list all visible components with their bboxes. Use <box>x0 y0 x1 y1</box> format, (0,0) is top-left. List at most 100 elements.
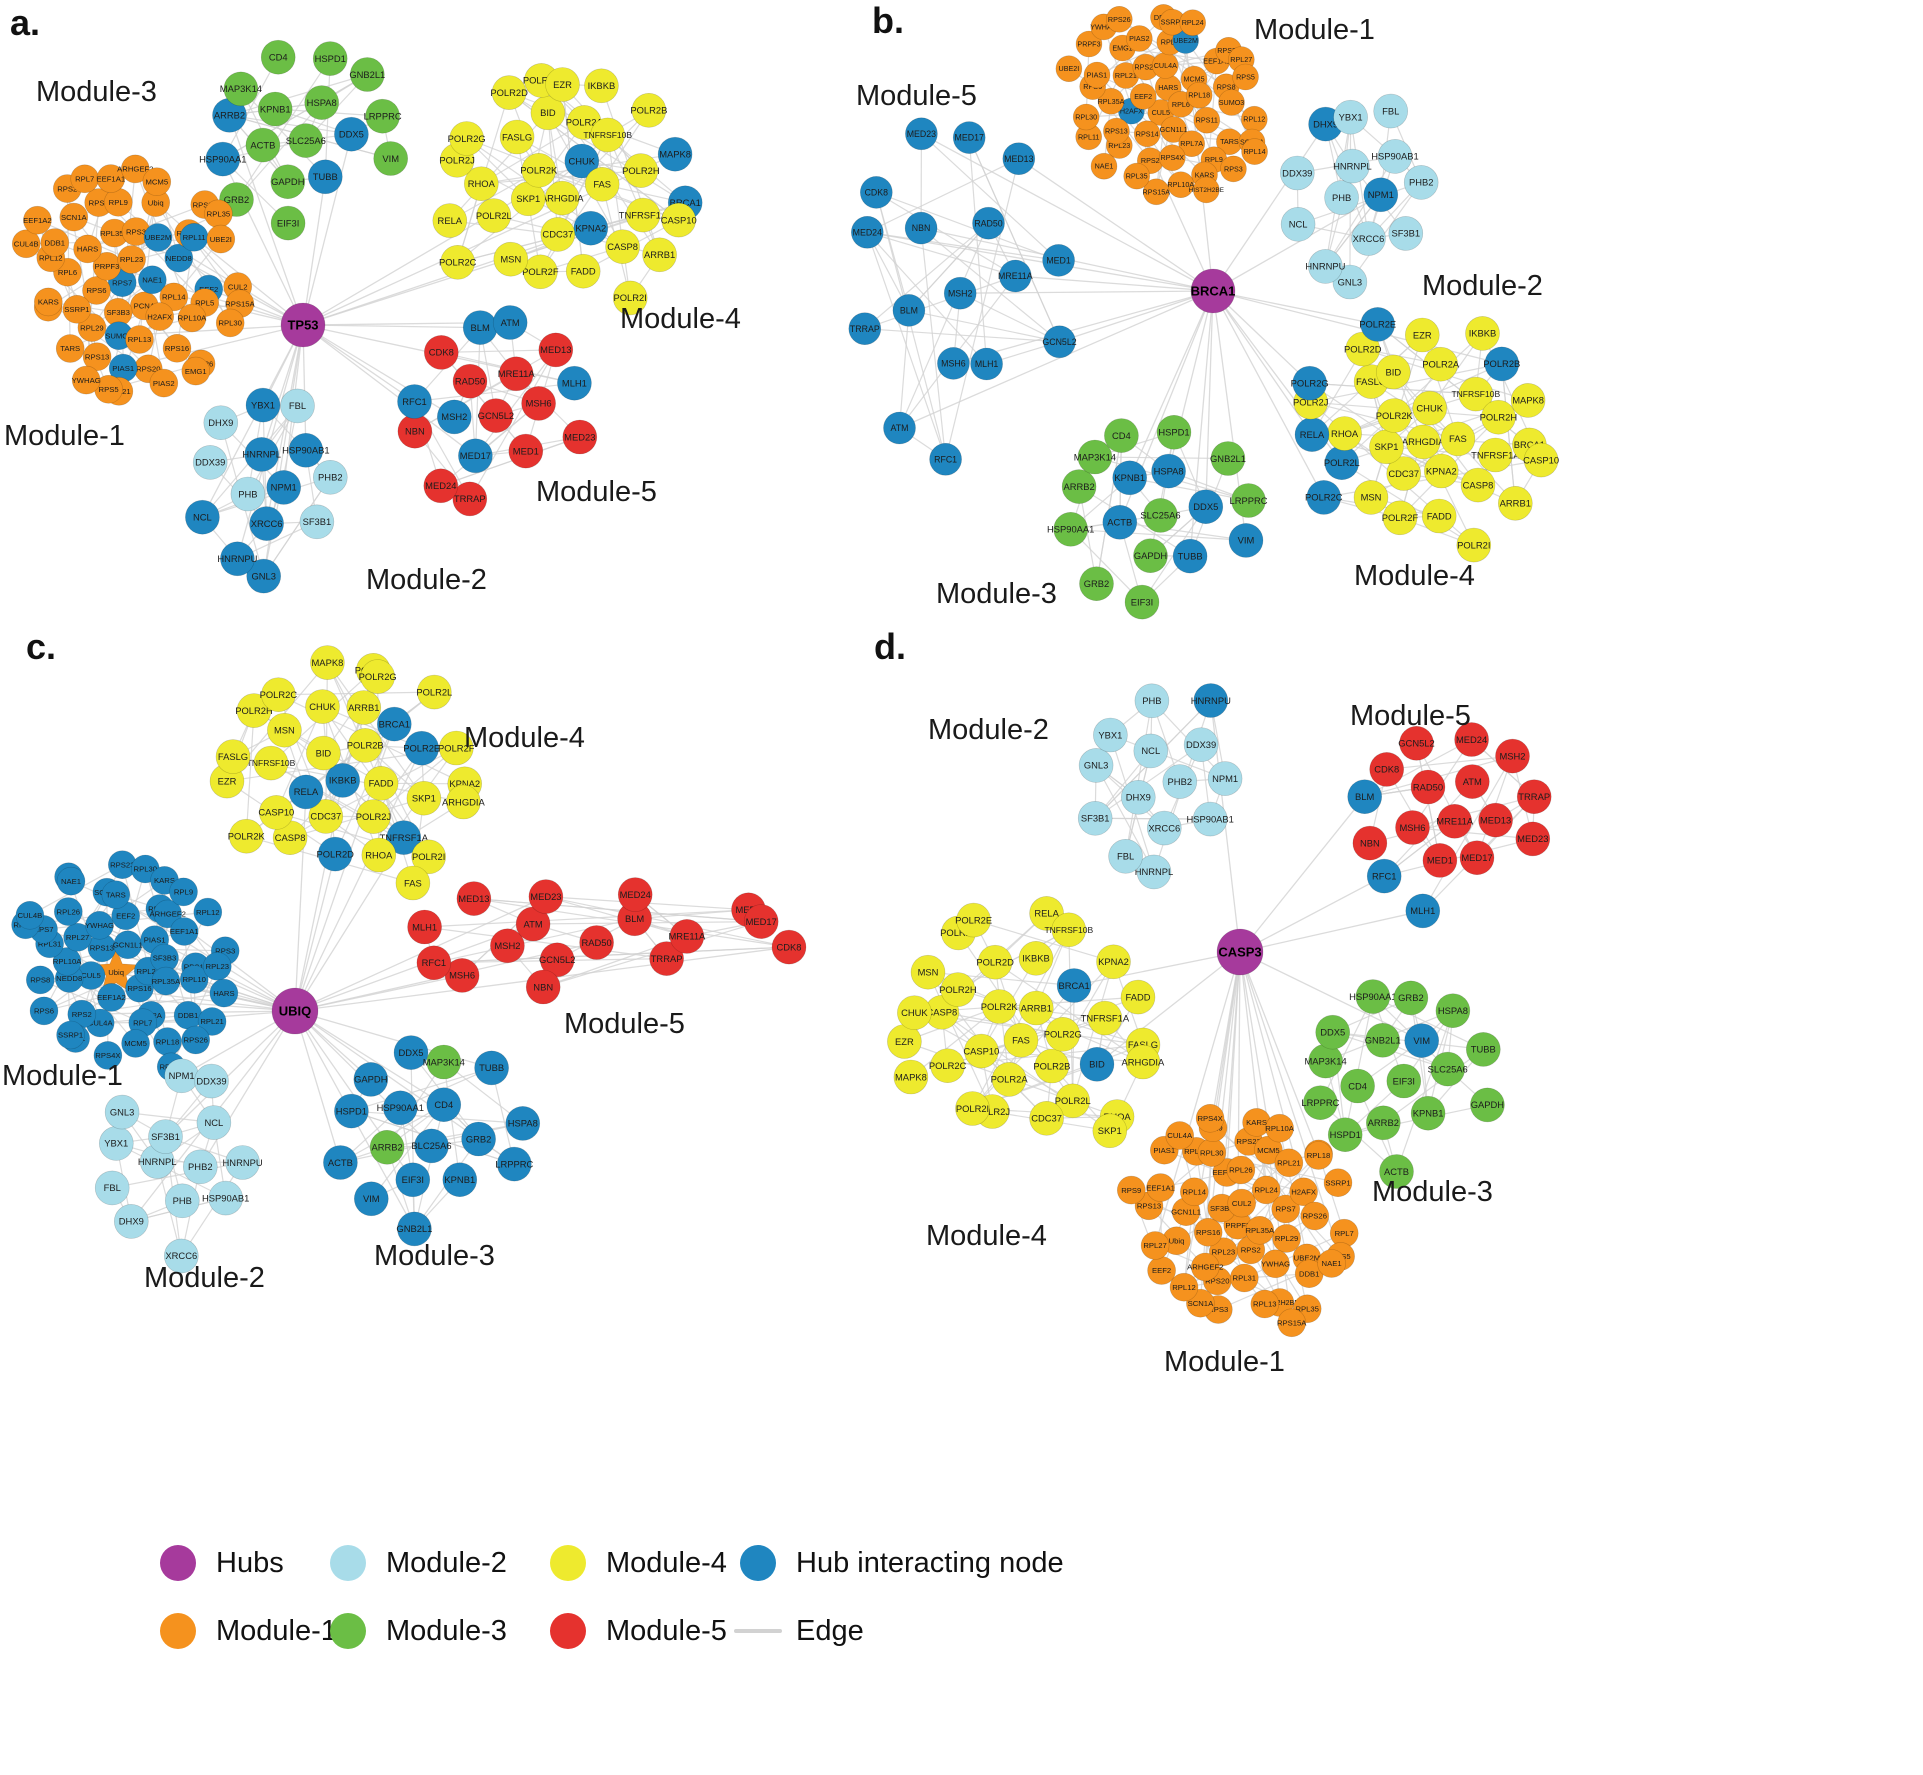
network-node[interactable] <box>197 1007 227 1036</box>
network-node[interactable] <box>1523 442 1559 478</box>
network-node[interactable] <box>1092 1113 1128 1149</box>
network-node[interactable] <box>229 818 264 854</box>
network-node[interactable] <box>1377 398 1412 433</box>
network-node[interactable] <box>1136 854 1172 890</box>
network-node[interactable] <box>1422 843 1458 878</box>
network-node[interactable] <box>179 965 209 994</box>
network-node[interactable] <box>1179 9 1206 37</box>
network-node[interactable] <box>376 706 412 742</box>
network-node[interactable] <box>54 897 83 926</box>
network-node[interactable] <box>1121 779 1156 815</box>
network-node[interactable] <box>1410 769 1446 805</box>
network-node[interactable] <box>937 347 970 380</box>
network-node[interactable] <box>523 254 558 290</box>
network-node[interactable] <box>1388 216 1424 251</box>
network-node[interactable] <box>1172 538 1208 574</box>
network-node[interactable] <box>353 1181 389 1217</box>
network-node[interactable] <box>1261 1249 1290 1279</box>
network-node[interactable] <box>349 57 385 92</box>
network-node[interactable] <box>1152 52 1179 79</box>
network-node[interactable] <box>1280 155 1315 191</box>
network-node[interactable] <box>215 308 245 338</box>
network-node[interactable] <box>397 413 433 449</box>
network-node[interactable] <box>397 1211 432 1247</box>
network-node[interactable] <box>972 206 1005 240</box>
network-node[interactable] <box>1303 1085 1338 1120</box>
network-node[interactable] <box>892 294 926 327</box>
network-node[interactable] <box>476 198 512 233</box>
network-node[interactable] <box>1083 61 1111 89</box>
network-node[interactable] <box>1108 838 1143 874</box>
network-node[interactable] <box>1156 414 1192 450</box>
network-node[interactable] <box>1093 717 1128 753</box>
network-node[interactable] <box>360 659 396 694</box>
network-node[interactable] <box>310 645 345 680</box>
network-node[interactable] <box>1300 1201 1330 1231</box>
network-node[interactable] <box>1090 152 1118 180</box>
network-node[interactable] <box>1365 1023 1400 1058</box>
network-node[interactable] <box>590 117 626 153</box>
network-node[interactable] <box>642 237 677 273</box>
network-node[interactable] <box>1245 1216 1275 1245</box>
network-node[interactable] <box>1197 1138 1227 1167</box>
network-node[interactable] <box>1123 162 1150 190</box>
network-node[interactable] <box>1051 912 1087 948</box>
network-node[interactable] <box>397 384 432 419</box>
network-node[interactable] <box>426 1087 462 1122</box>
network-node[interactable] <box>181 356 211 386</box>
network-node[interactable] <box>910 954 946 990</box>
network-node[interactable] <box>97 983 126 1012</box>
network-node[interactable] <box>1117 1175 1146 1205</box>
network-node[interactable] <box>382 1090 418 1126</box>
network-node[interactable] <box>194 1063 229 1099</box>
network-node[interactable] <box>307 159 343 195</box>
network-node[interactable] <box>1133 733 1169 769</box>
network-node[interactable] <box>612 280 648 316</box>
network-node[interactable] <box>181 1025 210 1055</box>
network-node[interactable] <box>1193 176 1220 204</box>
network-node[interactable] <box>59 202 89 232</box>
network-node[interactable] <box>395 1162 431 1198</box>
network-node[interactable] <box>1324 445 1360 481</box>
network-node[interactable] <box>544 180 580 216</box>
network-node[interactable] <box>1167 171 1195 198</box>
network-node[interactable] <box>1195 1104 1225 1133</box>
network-node[interactable] <box>164 243 194 273</box>
network-node[interactable] <box>334 116 369 152</box>
network-node[interactable] <box>1289 1177 1318 1207</box>
network-node[interactable] <box>1373 93 1408 129</box>
network-node[interactable] <box>249 506 284 541</box>
network-node[interactable] <box>1292 365 1327 401</box>
network-node[interactable] <box>71 365 101 395</box>
network-node[interactable] <box>1002 142 1036 175</box>
network-node[interactable] <box>169 917 199 946</box>
network-node[interactable] <box>1191 1252 1220 1282</box>
network-node[interactable] <box>104 1094 140 1130</box>
network-node[interactable] <box>423 468 459 504</box>
network-node[interactable] <box>288 123 324 158</box>
network-node[interactable] <box>1165 1121 1194 1150</box>
network-node[interactable] <box>347 728 383 763</box>
network-node[interactable] <box>897 995 932 1031</box>
network-node[interactable] <box>416 945 452 981</box>
network-node[interactable] <box>859 176 893 209</box>
network-node[interactable] <box>220 541 255 577</box>
network-node[interactable] <box>236 693 272 728</box>
network-node[interactable] <box>1332 264 1368 300</box>
network-node[interactable] <box>406 780 442 816</box>
network-node[interactable] <box>1143 178 1170 206</box>
network-node[interactable] <box>1151 453 1186 489</box>
network-node[interactable] <box>491 75 527 110</box>
network-node[interactable] <box>1075 30 1103 58</box>
network-node[interactable] <box>1424 453 1459 489</box>
network-node[interactable] <box>1405 317 1440 353</box>
network-node[interactable] <box>121 154 150 184</box>
network-node[interactable] <box>1481 399 1516 435</box>
network-node[interactable] <box>1178 130 1205 157</box>
network-node[interactable] <box>1183 727 1219 763</box>
network-node[interactable] <box>1324 180 1359 215</box>
network-node[interactable] <box>1241 138 1268 165</box>
network-node[interactable] <box>1143 498 1178 533</box>
network-node[interactable] <box>1124 584 1160 620</box>
network-node[interactable] <box>225 1145 260 1180</box>
